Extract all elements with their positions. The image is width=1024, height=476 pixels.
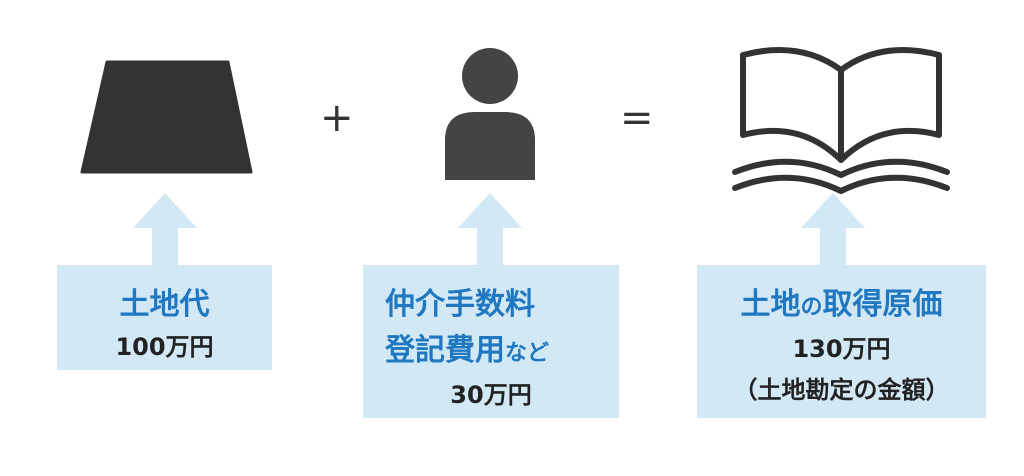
acq-title-particle: の [800,295,823,320]
book-icon [732,47,950,194]
equals-sign: = [620,95,654,141]
person-icon [445,48,535,180]
acq-title-2: 取得原価 [822,287,943,322]
acq-title-1: 土地 [740,287,801,322]
acq-amount: 130万円 [792,335,891,363]
arrow-up-3 [801,193,865,266]
acq-note: （土地勘定の金額） [733,376,950,404]
land-cost-title: 土地代 [119,287,210,322]
land-cost-box: 土地代 100万円 [57,265,272,370]
arrow-up-1 [133,193,197,266]
land-icon [80,60,253,174]
fees-line1: 仲介手数料 [385,287,535,322]
acquisition-cost-box: 土地の取得原価 130万円 （土地勘定の金額） [697,265,986,418]
fees-suffix: など [505,341,550,366]
land-cost-amount: 100万円 [115,333,214,361]
fees-box: 仲介手数料 登記費用など 30万円 [363,265,619,418]
fees-line2: 登記費用 [385,333,505,368]
plus-sign: + [320,95,354,141]
arrow-up-2 [458,193,522,266]
fees-amount: 30万円 [450,381,532,409]
